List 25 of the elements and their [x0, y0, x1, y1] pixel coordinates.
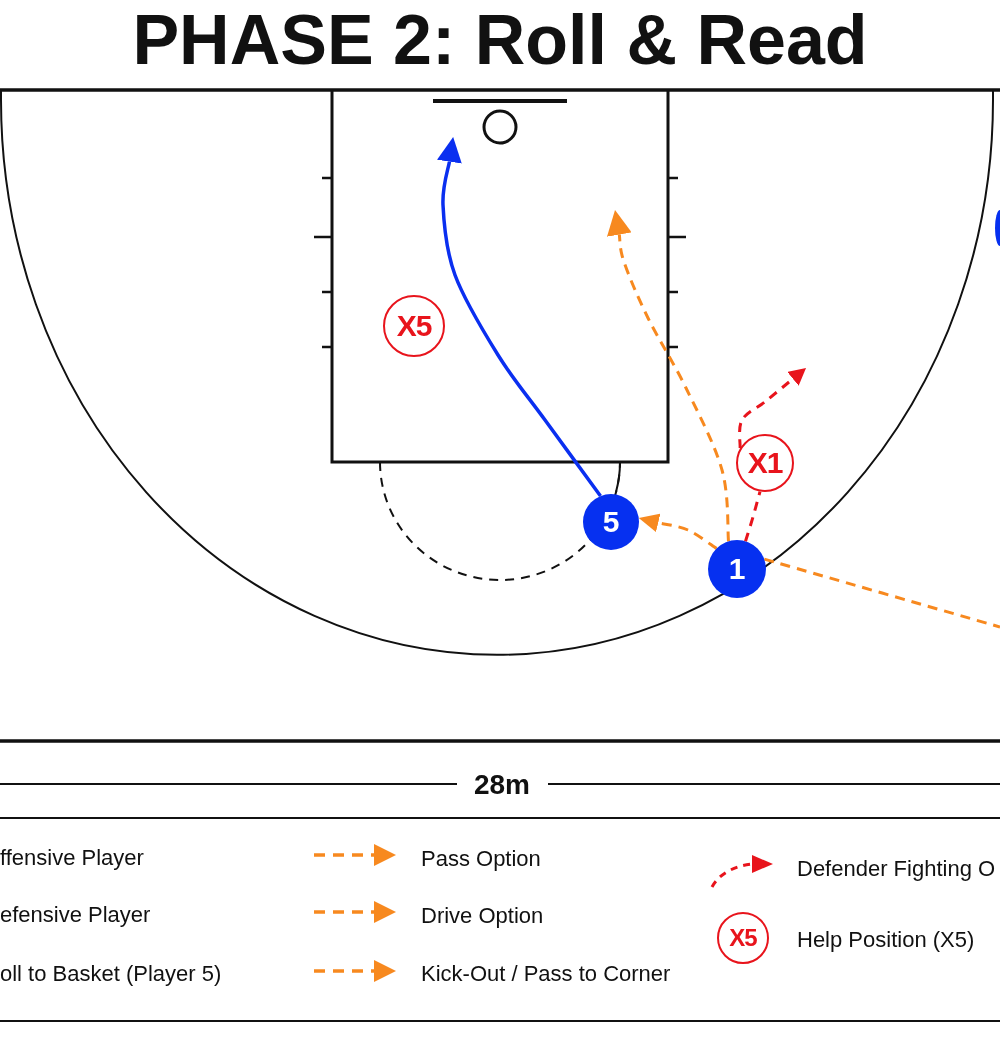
- legend-label: Drive Option: [421, 903, 544, 929]
- defender-path: [738, 368, 806, 449]
- defender-label: X1: [747, 448, 783, 478]
- kick-out-line: [763, 557, 1000, 629]
- legend-label: ffensive Player: [0, 845, 144, 871]
- legend-label: Defender Fighting O: [797, 856, 996, 882]
- offensive-player-marker: [995, 210, 1000, 246]
- offensive-player-marker: [708, 540, 766, 598]
- player-number: 1: [728, 554, 746, 584]
- legend-label: Kick-Out / Pass to Corner: [421, 961, 671, 987]
- defender-path: [744, 491, 762, 542]
- defender-marker: [736, 434, 794, 492]
- legend-label: Help Position (X5): [797, 927, 975, 953]
- defender-label: X5: [396, 311, 432, 341]
- drive-arrow: [606, 209, 730, 542]
- defender-symbol: X5: [717, 912, 769, 964]
- title: PHASE 2: Roll & Read: [132, 0, 868, 80]
- player-number: 5: [602, 507, 620, 537]
- roll-arrow: [437, 137, 602, 498]
- pass-arrow: [639, 513, 718, 550]
- offensive-player-marker: [583, 494, 639, 550]
- dimension-label: 28m: [474, 768, 530, 802]
- legend-label: oll to Basket (Player 5): [0, 961, 222, 987]
- legend-label: Pass Option: [421, 846, 541, 872]
- legend-label: efensive Player: [0, 902, 151, 928]
